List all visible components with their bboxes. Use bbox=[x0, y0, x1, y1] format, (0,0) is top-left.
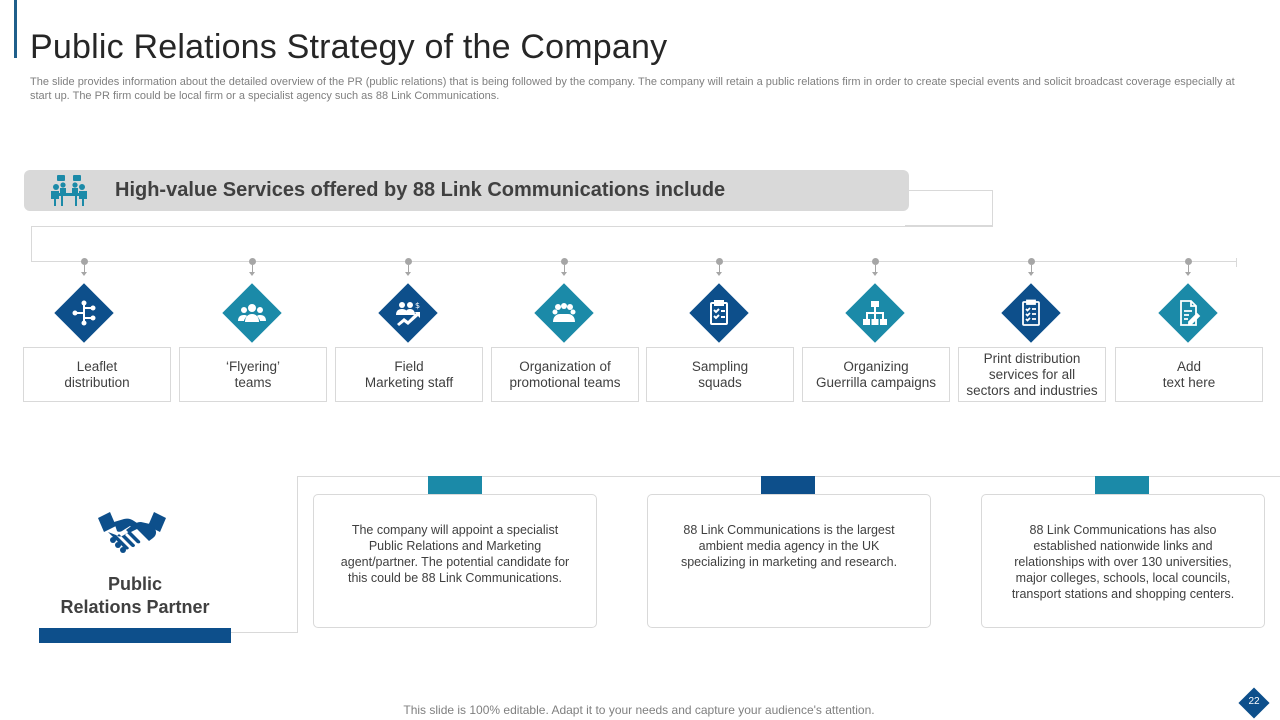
pin-line bbox=[875, 265, 876, 274]
page-number: 22 bbox=[1248, 696, 1260, 707]
pin-arrow bbox=[405, 272, 411, 276]
timeline-end-tick bbox=[1236, 258, 1237, 267]
svg-text:$: $ bbox=[415, 301, 420, 310]
group-icon bbox=[222, 283, 282, 343]
pin-line bbox=[719, 265, 720, 274]
pin-dot bbox=[716, 258, 723, 265]
info-card: The company will appoint a specialist Pu… bbox=[313, 494, 597, 628]
service-label: Organization of promotional teams bbox=[491, 347, 639, 402]
pin-dot bbox=[1028, 258, 1035, 265]
service-label: Organizing Guerrilla campaigns bbox=[802, 347, 950, 402]
pin-line bbox=[1188, 265, 1189, 274]
pin-line bbox=[408, 265, 409, 274]
hierarchy-network-icon bbox=[54, 283, 114, 343]
meeting-team-icon bbox=[51, 175, 87, 206]
timeline-frame-top bbox=[31, 226, 993, 227]
header-outline bbox=[905, 190, 993, 226]
pin-arrow bbox=[249, 272, 255, 276]
service-label: Print distribution services for all sect… bbox=[958, 347, 1106, 402]
pin-dot bbox=[405, 258, 412, 265]
pin-arrow bbox=[716, 272, 722, 276]
title-accent-bar bbox=[14, 0, 17, 58]
page-title: Public Relations Strategy of the Company bbox=[30, 28, 668, 66]
service-label: Add text here bbox=[1115, 347, 1263, 402]
pin-dot bbox=[561, 258, 568, 265]
partner-accent-bar bbox=[39, 628, 231, 643]
team-icon bbox=[534, 283, 594, 343]
growth-team-icon: $ bbox=[378, 283, 438, 343]
partner-frame-left bbox=[297, 476, 298, 633]
pin-dot bbox=[81, 258, 88, 265]
timeline-frame bbox=[31, 226, 1237, 262]
pin-line bbox=[252, 265, 253, 274]
pin-arrow bbox=[1028, 272, 1034, 276]
pin-dot bbox=[1185, 258, 1192, 265]
service-label: Sampling squads bbox=[646, 347, 794, 402]
checklist-icon bbox=[1001, 283, 1061, 343]
clipboard-icon bbox=[689, 283, 749, 343]
service-label: Leaflet distribution bbox=[23, 347, 171, 402]
services-header-band bbox=[24, 170, 909, 211]
service-label: ‘Flyering’ teams bbox=[179, 347, 327, 402]
info-card: 88 Link Communications has also establis… bbox=[981, 494, 1265, 628]
pin-arrow bbox=[561, 272, 567, 276]
page-number-badge: 22 bbox=[1238, 687, 1270, 719]
pin-dot bbox=[872, 258, 879, 265]
org-chart-icon bbox=[845, 283, 905, 343]
document-edit-icon bbox=[1158, 283, 1218, 343]
info-card: 88 Link Communications is the largest am… bbox=[647, 494, 931, 628]
pin-dot bbox=[249, 258, 256, 265]
handshake-icon bbox=[98, 512, 166, 553]
pin-arrow bbox=[81, 272, 87, 276]
pin-line bbox=[564, 265, 565, 274]
footer-note: This slide is 100% editable. Adapt it to… bbox=[403, 703, 875, 717]
pin-line bbox=[84, 265, 85, 274]
card-tab bbox=[761, 476, 815, 494]
pin-arrow bbox=[872, 272, 878, 276]
page-subtitle: The slide provides information about the… bbox=[30, 76, 1235, 102]
partner-title: Public Relations Partner bbox=[60, 574, 210, 617]
pin-line bbox=[1031, 265, 1032, 274]
partner-frame-bottom bbox=[231, 632, 298, 633]
card-tab bbox=[1095, 476, 1149, 494]
card-tab bbox=[428, 476, 482, 494]
service-label: Field Marketing staff bbox=[335, 347, 483, 402]
pin-arrow bbox=[1185, 272, 1191, 276]
services-header-text: High-value Services offered by 88 Link C… bbox=[115, 179, 726, 201]
